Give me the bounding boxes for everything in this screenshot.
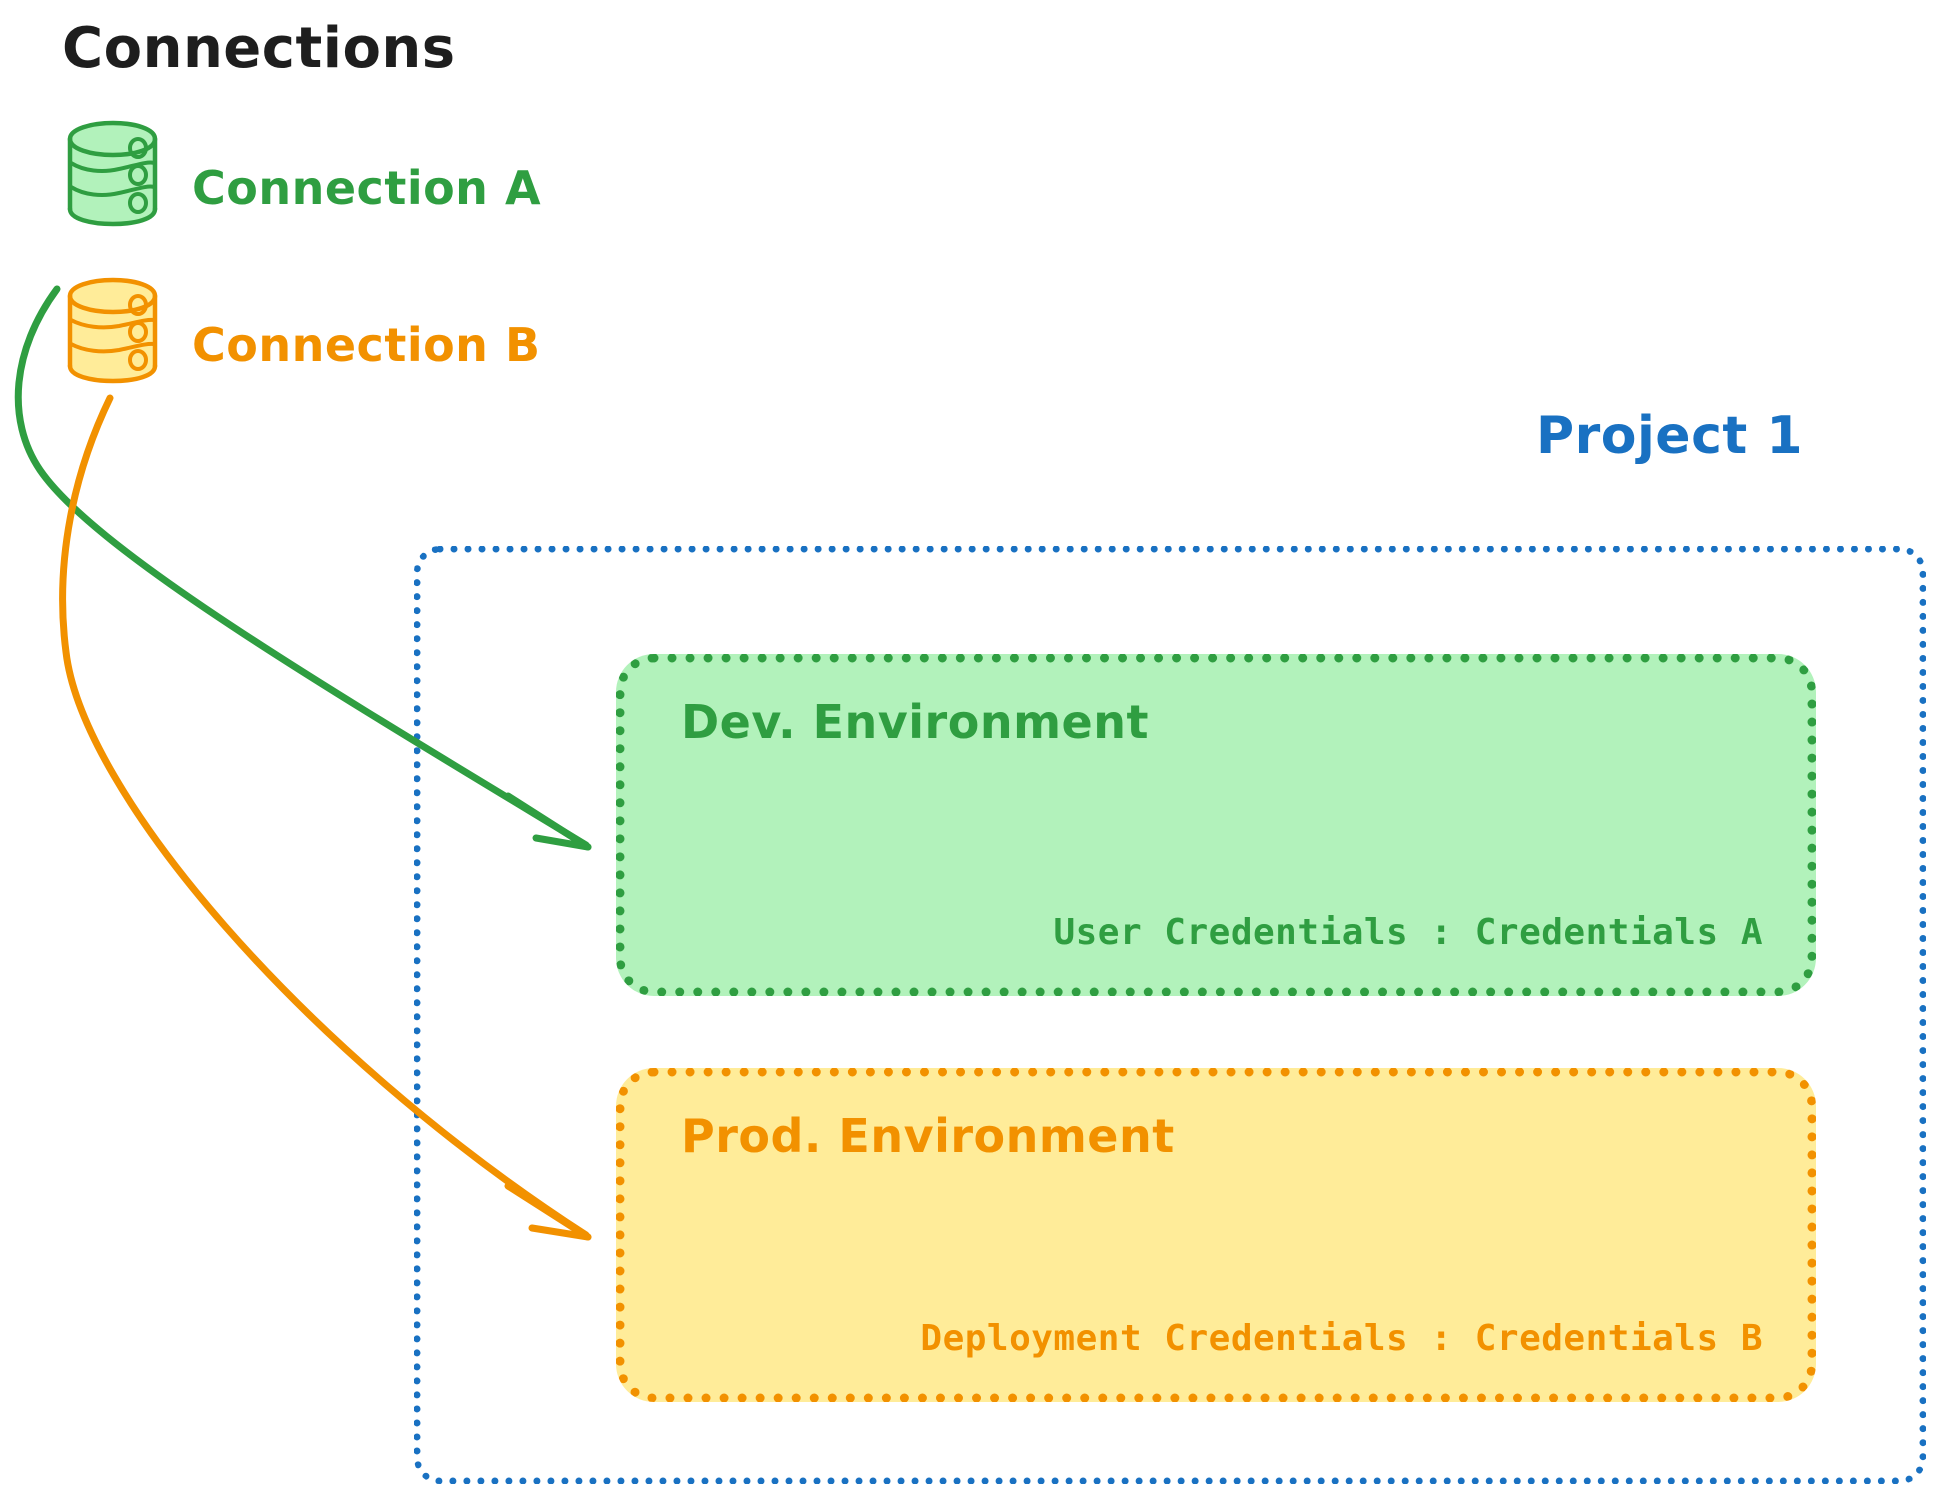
project-label: Project 1 (1536, 406, 1804, 466)
prod-environment-box[interactable]: Prod. Environment Deployment Credentials… (616, 1068, 1816, 1402)
prod-environment-title: Prod. Environment (681, 1109, 1175, 1163)
dev-environment-title: Dev. Environment (681, 695, 1149, 749)
prod-environment-credentials: Deployment Credentials : Credentials B (920, 1318, 1763, 1359)
dev-environment-box[interactable]: Dev. Environment User Credentials : Cred… (616, 654, 1816, 996)
connection-label-b: Connection B (192, 318, 541, 372)
dev-environment-credentials: User Credentials : Credentials A (1053, 912, 1763, 953)
connection-item-b[interactable]: Connection B (62, 275, 541, 387)
connection-label-a: Connection A (192, 161, 542, 215)
page-title: Connections (62, 16, 456, 81)
database-icon (62, 275, 166, 387)
connection-item-a[interactable]: Connection A (62, 118, 541, 230)
database-icon (62, 118, 166, 230)
